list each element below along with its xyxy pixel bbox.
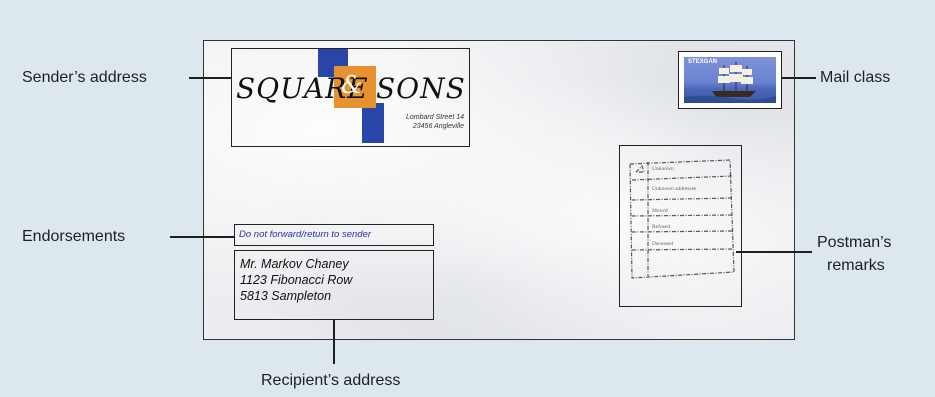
label-postmans-remarks-1: Postman’s [817, 232, 891, 254]
logo-blue-square-bottom [362, 103, 384, 143]
label-mail-class: Mail class [820, 67, 890, 89]
logo-text-right: SONS [376, 72, 466, 105]
postage-stamp: STEXGAN [678, 51, 782, 109]
label-postmans-remarks-2: remarks [827, 255, 885, 277]
recipient-line-1: Mr. Markov Chaney [240, 257, 349, 271]
sender-street: Lombard Street 14 [394, 114, 464, 121]
remark-row-4: Refused [652, 224, 670, 230]
remark-row-3: Moved [652, 208, 668, 214]
remark-row-1: Unknown [652, 166, 674, 172]
endorsement-text: Do not forward/return to sender [239, 229, 371, 240]
leader-sender-address [189, 77, 231, 79]
recipient-line-2: 1123 Fibonacci Row [240, 273, 352, 287]
leader-recipient-address [333, 320, 335, 364]
logo-ampersand: & [341, 71, 362, 99]
sailing-ship-icon: STEXGAN [684, 57, 776, 103]
label-endorsements: Endorsements [22, 226, 125, 248]
leader-endorsements [170, 236, 234, 238]
remark-row-5: Deceased [652, 241, 673, 247]
label-sender-address: Sender’s address [22, 67, 147, 89]
remark-row-2: Unknown addressee [652, 186, 696, 192]
checkbox-form-stamp-icon [626, 158, 736, 280]
leader-postmans-remarks [736, 251, 812, 253]
label-recipient-address: Recipient’s address [261, 370, 400, 392]
leader-mail-class [782, 77, 816, 79]
sender-city: 23456 Angleville [394, 123, 464, 130]
recipient-line-3: 5813 Sampleton [240, 289, 331, 303]
